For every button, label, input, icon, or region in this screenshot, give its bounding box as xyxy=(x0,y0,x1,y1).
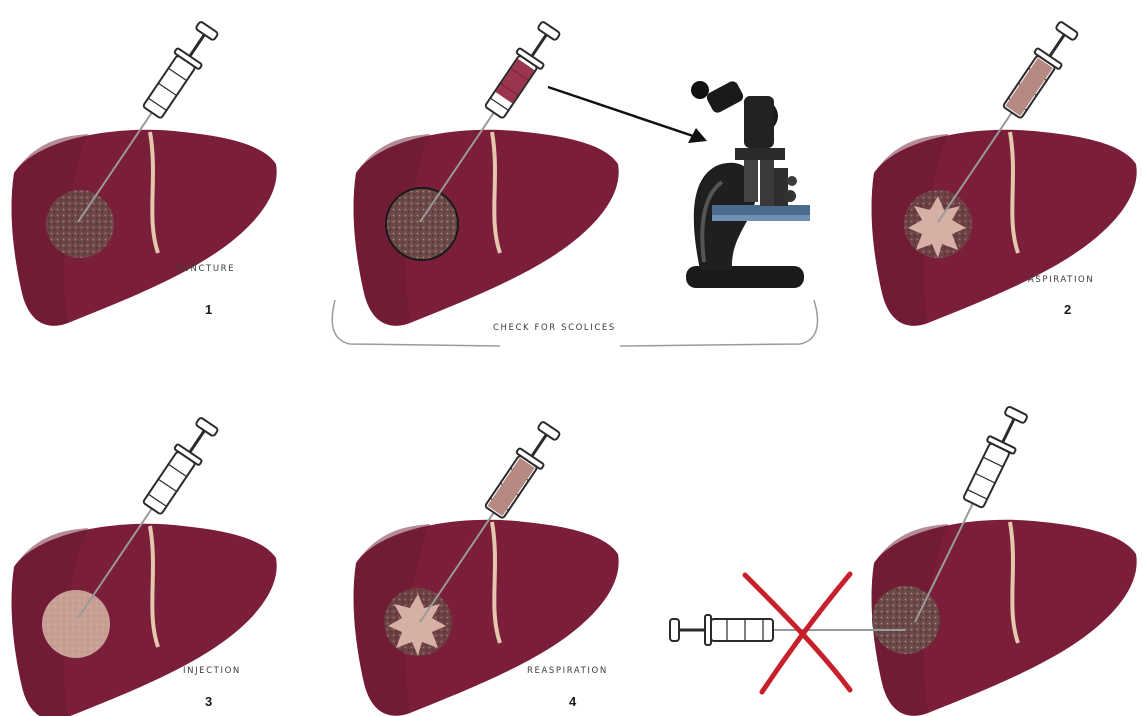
step-number-4: 4 xyxy=(569,694,577,709)
step-number-2: 2 xyxy=(1064,302,1071,317)
step-label-puncture: PUNCTURE xyxy=(176,264,235,274)
check-bracket-right xyxy=(620,300,817,346)
step-label-aspiration: ASPIRATION xyxy=(1028,275,1094,285)
arrow-to-microscope xyxy=(548,87,696,137)
panel-puncture xyxy=(12,130,277,326)
panel-reaspiration xyxy=(354,520,619,716)
step-label-reaspiration: REASPIRATION xyxy=(527,666,608,676)
panel-incorrect-approach xyxy=(872,520,1137,716)
panel-injection xyxy=(12,524,277,716)
step-label-injection: INJECTION xyxy=(183,666,241,676)
check-for-scolices-label: CHECK FOR SCOLICES xyxy=(493,323,616,333)
panel-aspiration xyxy=(872,130,1137,326)
step-number-1: 1 xyxy=(205,302,212,317)
panel-check xyxy=(354,130,619,326)
microscope-icon xyxy=(686,79,810,288)
step-number-3: 3 xyxy=(205,694,212,709)
